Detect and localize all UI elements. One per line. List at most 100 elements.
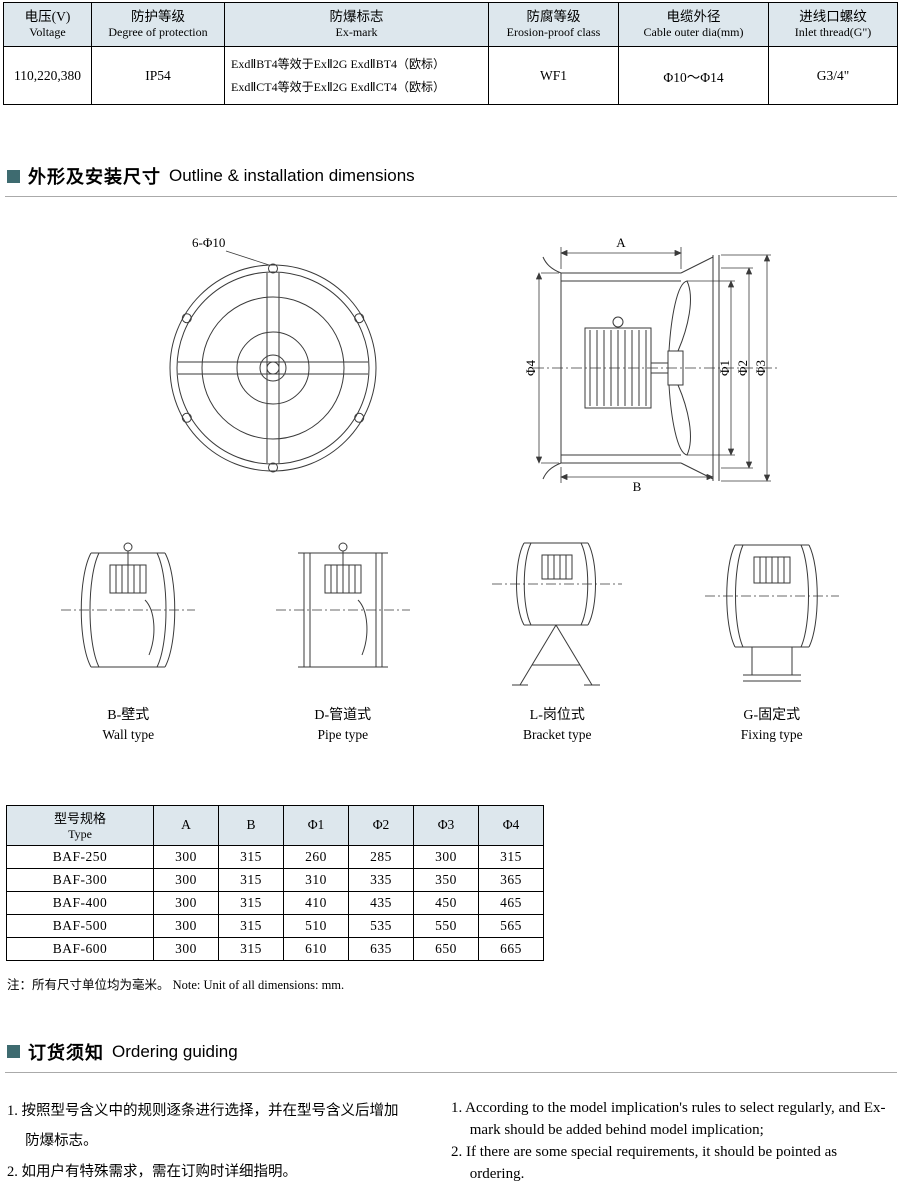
mount-caption-pipe: D-管道式 Pipe type: [248, 705, 438, 745]
spec-col-erosion-en: Erosion-proof class: [506, 25, 601, 40]
spec-table-header-row: 电压(V) Voltage 防护等级 Degree of protection …: [3, 2, 898, 47]
dim-value: 535: [348, 913, 414, 938]
dimensions-table: 型号规格 Type A B Φ1 Φ2 Φ3 Φ4 BAF-250 300 31…: [6, 804, 544, 961]
ex-mark-line2: ExdⅡCT4等效于ExⅡ2G ExdⅡCT4（欧标）: [231, 79, 446, 94]
dim-col-type: 型号规格 Type: [6, 804, 154, 846]
dim-value: 300: [153, 913, 219, 938]
ordering-guiding-content: 1. 按照型号含义中的规则逐条进行选择，并在型号含义后增加防爆标志。 2. 如用…: [3, 1097, 897, 1188]
dim-value: 635: [348, 936, 414, 961]
dim-table-header-row: 型号规格 Type A B Φ1 Φ2 Φ3 Φ4: [6, 804, 544, 846]
dim-col-type-zh: 型号规格: [53, 811, 106, 827]
model-name: BAF-600: [6, 936, 154, 961]
ordering-item-zh-1: 1. 按照型号含义中的规则逐条进行选择，并在型号含义后增加防爆标志。: [7, 1102, 399, 1149]
mount-label-bracket-zh: L-岗位式: [529, 708, 585, 723]
dim-table-row-baf300: BAF-300 300 315 310 335 350 365: [6, 867, 544, 892]
spec-col-voltage: 电压(V) Voltage: [3, 2, 92, 47]
mount-type-fixing: G-固定式 Fixing type: [677, 525, 867, 745]
section-bullet-icon: [7, 169, 20, 183]
ex-mark-value: ExdⅡBT4等效于ExⅡ2G ExdⅡBT4（欧标） ExdⅡCT4等效于Ex…: [224, 46, 489, 105]
dim-table-row-baf250: BAF-250 300 315 260 285 300 315: [6, 844, 544, 869]
spec-col-thread-en: Inlet thread(G"): [794, 25, 872, 40]
dim-value: 435: [348, 890, 414, 915]
protection-value: IP54: [91, 46, 225, 105]
mount-caption-bracket: L-岗位式 Bracket type: [462, 705, 652, 745]
dim-value: 665: [478, 936, 544, 961]
wall-type-drawing: [61, 542, 196, 668]
spec-col-voltage-zh: 电压(V): [24, 8, 71, 24]
spec-col-cable-zh: 电缆外径: [666, 8, 721, 24]
dim-value: 300: [153, 867, 219, 892]
model-name: BAF-400: [6, 890, 154, 915]
mount-label-pipe-zh: D-管道式: [314, 708, 372, 723]
dim-value: 315: [478, 844, 544, 869]
dim-value: 300: [413, 844, 479, 869]
dim-value: 365: [478, 867, 544, 892]
dim-value: 465: [478, 890, 544, 915]
dim-value: 550: [413, 913, 479, 938]
spec-table: 电压(V) Voltage 防护等级 Degree of protection …: [3, 2, 898, 105]
model-name: BAF-500: [6, 913, 154, 938]
ordering-text-en: 1. According to the model implication's …: [451, 1097, 893, 1188]
front-hole-count-label: 6-Φ10: [192, 235, 225, 250]
dim-label-phi3: Φ3: [753, 360, 768, 376]
spec-col-exmark-zh: 防爆标志: [329, 8, 384, 24]
section-ordering-title-en: Ordering guiding: [112, 1041, 238, 1061]
units-note: 注：所有尺寸单位均为毫米。 Note: Unit of all dimensio…: [7, 977, 345, 992]
spec-col-voltage-en: Voltage: [29, 25, 66, 40]
spec-col-thread: 进线口螺纹 Inlet thread(G"): [768, 2, 898, 47]
dim-value: 510: [283, 913, 349, 938]
mount-caption-wall: B-壁式 Wall type: [33, 705, 223, 745]
ordering-item-en-1: 1. According to the model implication's …: [451, 1099, 886, 1138]
dim-value: 350: [413, 867, 479, 892]
ordering-item-zh-2: 2. 如用户有特殊需求，需在订购时详细指明。: [7, 1164, 297, 1181]
dim-col-type-en: Type: [68, 827, 92, 842]
section-bullet-icon: [7, 1045, 20, 1059]
dim-label-phi2: Φ2: [735, 360, 750, 376]
dim-table-row-baf400: BAF-400 300 315 410 435 450 465: [6, 890, 544, 915]
inlet-thread-value: G3/4": [768, 46, 898, 105]
spec-table-data-row: 110,220,380 IP54 ExdⅡBT4等效于ExⅡ2G ExdⅡBT4…: [3, 46, 898, 105]
section-ordering-header: 订货须知 Ordering guiding: [5, 1039, 897, 1073]
fan-front-view-drawing: 6-Φ10: [169, 235, 376, 473]
dim-value: 450: [413, 890, 479, 915]
dim-value: 300: [153, 936, 219, 961]
section-outline-title-en: Outline & installation dimensions: [169, 166, 415, 185]
bracket-type-drawing: [492, 542, 623, 686]
model-name: BAF-250: [6, 844, 154, 869]
dim-value: 610: [283, 936, 349, 961]
dim-col-phi2: Φ2: [348, 804, 414, 846]
spec-col-protection: 防护等级 Degree of protection: [91, 2, 225, 47]
dim-col-phi4: Φ4: [478, 804, 544, 846]
dim-value: 285: [348, 844, 414, 869]
dim-value: 300: [153, 890, 219, 915]
section-outline-header: 外形及安装尺寸 Outline & installation dimension…: [5, 163, 897, 197]
spec-col-erosion: 防腐等级 Erosion-proof class: [488, 2, 619, 47]
mount-label-fixing-en: Fixing type: [740, 727, 803, 742]
ordering-text-zh: 1. 按照型号含义中的规则逐条进行选择，并在型号含义后增加防爆标志。 2. 如用…: [7, 1097, 399, 1188]
dim-label-b: B: [632, 479, 641, 494]
dim-value: 260: [283, 844, 349, 869]
dim-value: 300: [153, 844, 219, 869]
spec-col-erosion-zh: 防腐等级: [526, 8, 581, 24]
section-outline-title-zh: 外形及安装尺寸: [28, 167, 161, 187]
mount-label-wall-en: Wall type: [102, 727, 155, 742]
dim-value: 650: [413, 936, 479, 961]
spec-col-thread-zh: 进线口螺纹: [799, 8, 867, 24]
cable-dia-value: Φ10～Φ14: [618, 46, 769, 105]
spec-col-cable-en: Cable outer dia(mm): [643, 25, 744, 40]
spec-col-cable: 电缆外径 Cable outer dia(mm): [618, 2, 769, 47]
dim-col-phi1: Φ1: [283, 804, 349, 846]
voltage-value: 110,220,380: [3, 46, 92, 105]
spec-col-protection-en: Degree of protection: [108, 25, 208, 40]
dim-value: 410: [283, 890, 349, 915]
dim-table-row-baf500: BAF-500 300 315 510 535 550 565: [6, 913, 544, 938]
spec-col-exmark-en: Ex-mark: [335, 25, 378, 40]
dim-value: 565: [478, 913, 544, 938]
section-ordering-title-zh: 订货须知: [28, 1042, 104, 1063]
dim-label-phi4: Φ4: [523, 360, 538, 377]
dim-col-phi3: Φ3: [413, 804, 479, 846]
spec-col-exmark: 防爆标志 Ex-mark: [224, 2, 489, 47]
dim-value: 315: [218, 890, 284, 915]
dim-col-b: B: [218, 804, 284, 846]
